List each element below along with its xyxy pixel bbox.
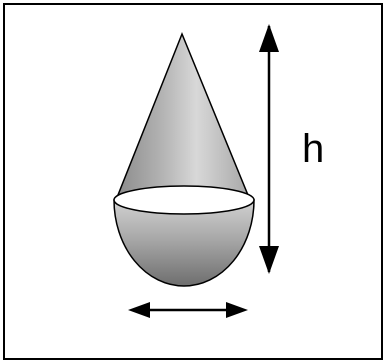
- height-arrow-top-head: [259, 24, 279, 52]
- hemisphere-rim-ellipse: [113, 185, 255, 215]
- diameter-arrow-left-head: [128, 302, 150, 318]
- diagram-border: [3, 3, 383, 360]
- cone-shape: [115, 31, 251, 213]
- height-label: h: [302, 127, 324, 171]
- hemisphere-shape: [113, 199, 255, 287]
- height-arrow-bottom-head: [259, 246, 279, 274]
- diameter-arrow-right-head: [226, 302, 248, 318]
